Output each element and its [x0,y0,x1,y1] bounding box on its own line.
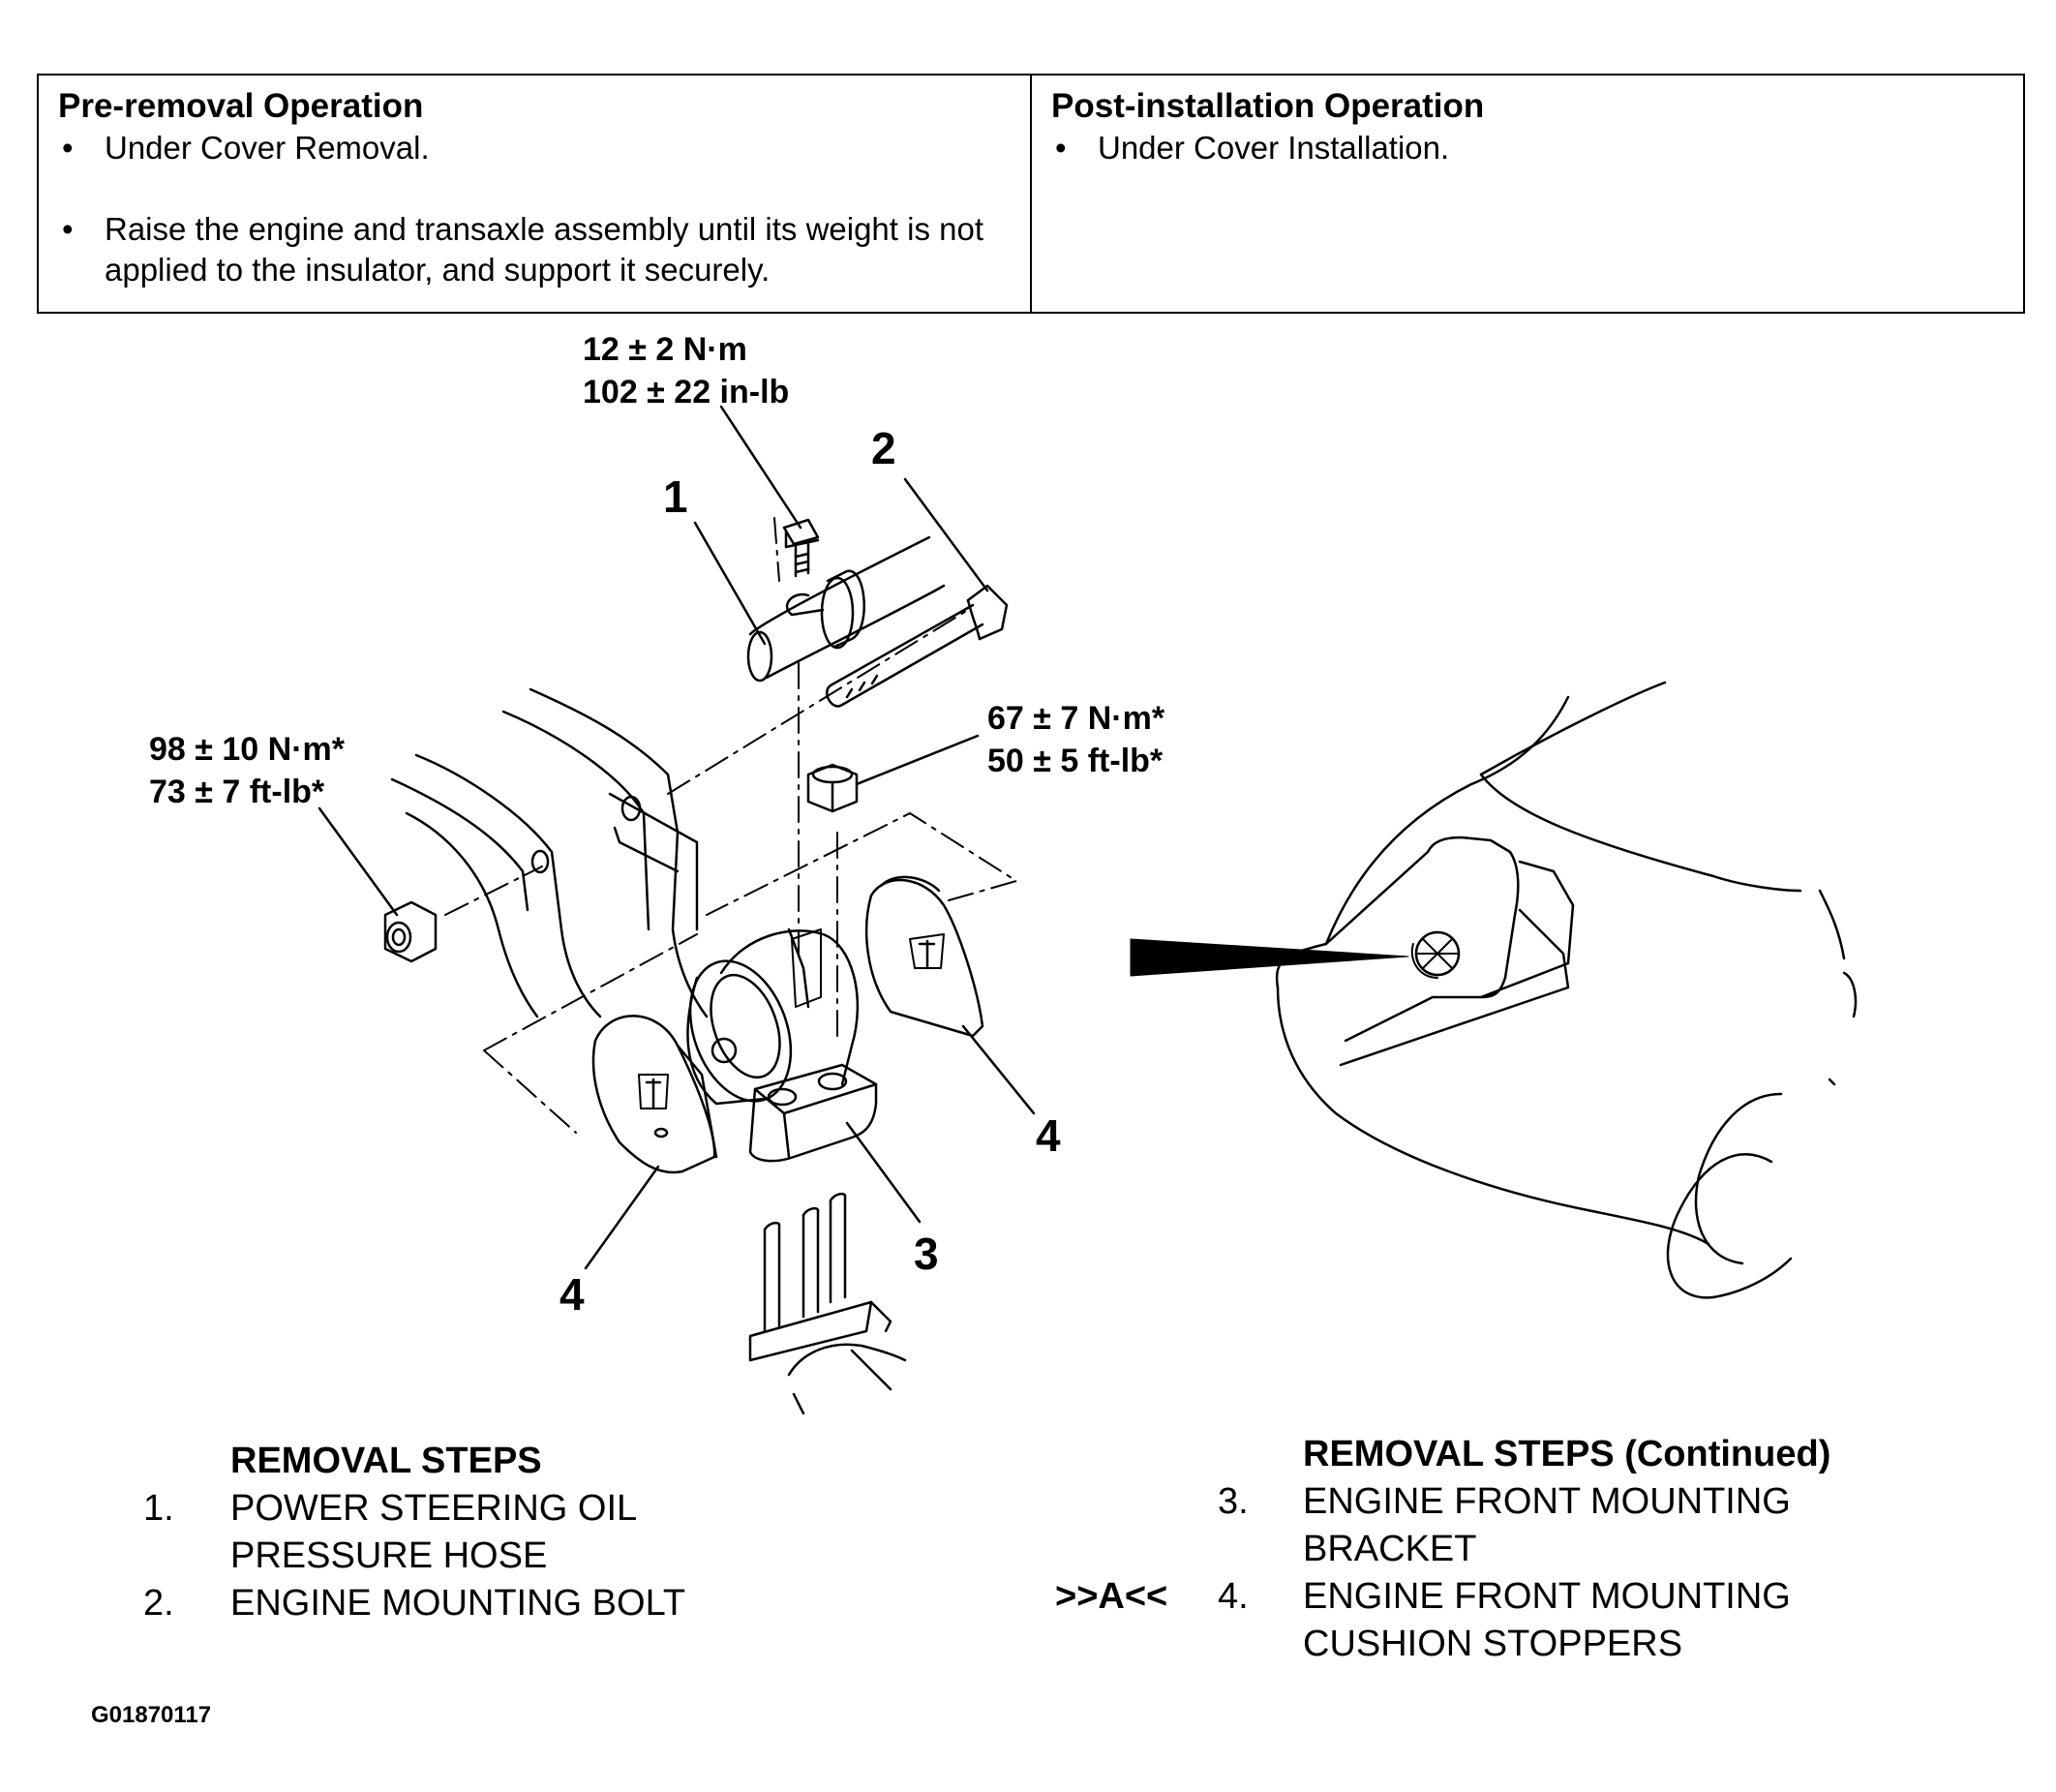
leader-lines [317,405,1036,1270]
transaxle-case [390,687,709,1018]
part-callout-1: 1 [663,471,688,522]
pre-removal-heading: Pre-removal Operation [58,87,424,125]
removal-steps-continued: REMOVAL STEPS (Continued) 3. ENGINE FRON… [1218,1431,1953,1668]
step-text: ENGINE FRONT MOUNTING [1303,1481,1791,1522]
pre-removal-item: Raise the engine and transaxle assembly … [58,209,1011,290]
torque-left-metric: 98 ± 10 N·m* [149,731,345,768]
part-callout-4-right: 4 [1036,1110,1061,1161]
removal-steps: REMOVAL STEPS 1. POWER STEERING OIL PRES… [143,1438,879,1627]
figure-code: G01870117 [91,1702,212,1728]
cushion-stopper-left [591,1015,718,1174]
mounting-bracket [686,927,878,1163]
removal-steps-title: REMOVAL STEPS [230,1441,542,1481]
step-number: 4. [1218,1576,1249,1617]
part-callout-4-left: 4 [559,1269,585,1320]
step-number: 1. [143,1488,174,1529]
torque-left-imperial: 73 ± 7 ft-lb* [149,774,325,810]
vehicle-location-inset [1275,681,1858,1299]
part-callout-3: 3 [914,1229,939,1279]
step-number: 2. [143,1583,174,1624]
step-text: ENGINE FRONT MOUNTING [1303,1576,1791,1617]
bracket-nut [806,763,859,813]
pre-removal-column: Pre-removal Operation Under Cover Remova… [39,76,1032,312]
step-text: PRESSURE HOSE [230,1535,548,1576]
alignment-lines [444,517,1017,1134]
post-installation-item: Under Cover Installation. [1051,128,2004,168]
post-installation-column: Post-installation Operation Under Cover … [1032,76,2023,312]
removal-step: 1. POWER STEERING OIL PRESSURE HOSE [143,1485,879,1580]
torque-right-metric: 67 ± 7 N·m* [987,700,1165,737]
power-steering-hose [746,535,946,683]
removal-step: 2. ENGINE MOUNTING BOLT [143,1580,879,1627]
step-text: ENGINE MOUNTING BOLT [230,1583,686,1624]
installation-note-tag: >>A<< [1055,1576,1168,1617]
step-number: 3. [1218,1481,1249,1522]
part-callout-2: 2 [871,423,896,473]
step-text: POWER STEERING OIL [230,1488,638,1529]
removal-step: 3. ENGINE FRONT MOUNTING BRACKET [1218,1478,1953,1573]
torque-right-imperial: 50 ± 5 ft-lb* [987,743,1164,779]
step-text: CUSHION STOPPERS [1303,1624,1683,1664]
torque-callout-right: 67 ± 7 N·m* 50 ± 5 ft-lb* [987,697,1164,782]
engine-mounting-bolt [826,584,1009,708]
post-installation-heading: Post-installation Operation [1051,87,1485,125]
removal-steps-continued-title: REMOVAL STEPS (Continued) [1303,1434,1831,1474]
removal-step: 4. ENGINE FRONT MOUNTING CUSHION STOPPER… [1218,1573,1953,1668]
transaxle-jack [748,1192,907,1415]
torque-callout-top: 12 ± 2 N·m 102 ± 22 in-lb [583,328,789,413]
torque-callout-left: 98 ± 10 N·m* 73 ± 7 ft-lb* [149,728,345,813]
cushion-stopper-right [864,875,984,1038]
insulator-nut [383,900,438,963]
operations-table: Pre-removal Operation Under Cover Remova… [37,74,2025,314]
step-text: BRACKET [1303,1529,1477,1569]
pre-removal-item: Under Cover Removal. [58,128,1011,168]
hose-clamp-bolt [782,518,820,578]
location-pointer-icon [1130,938,1409,977]
torque-top-imperial: 102 ± 22 in-lb [583,374,790,410]
torque-top-metric: 12 ± 2 N·m [583,331,747,368]
